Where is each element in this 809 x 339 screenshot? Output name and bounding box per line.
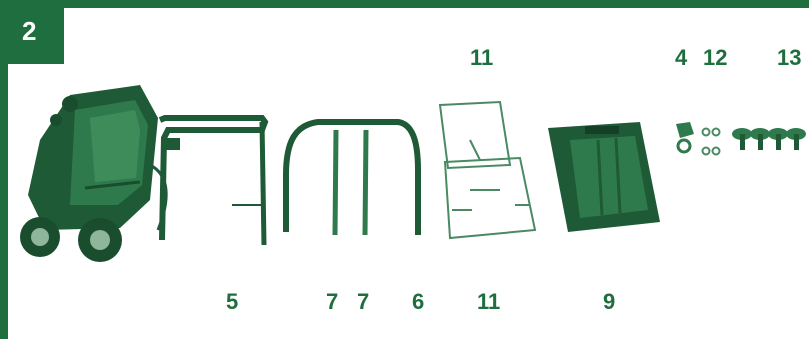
label-upper-handle: 6 — [412, 290, 424, 314]
grass-bag-cover — [548, 122, 660, 232]
hook-parts — [703, 129, 720, 155]
label-hooks: 12 — [703, 46, 727, 70]
grass-bag-frame — [440, 102, 535, 238]
label-handle-bar-left: 7 — [326, 290, 338, 314]
label-grass-bag-cover: 9 — [603, 290, 615, 314]
label-lower-frame: 5 — [226, 290, 238, 314]
handle-bars — [335, 130, 366, 235]
label-clip: 4 — [675, 46, 687, 70]
clip-part — [676, 122, 694, 152]
label-grass-bag-frame-bottom: 11 — [477, 290, 500, 314]
label-handle-bar-right: 7 — [357, 290, 369, 314]
main-unit — [20, 85, 166, 262]
label-knobs: 13 — [777, 46, 801, 70]
label-grass-bag-frame-top: 11 — [470, 46, 493, 70]
lower-frame — [160, 118, 265, 245]
knob-parts — [732, 128, 806, 150]
upper-handle — [286, 122, 418, 235]
